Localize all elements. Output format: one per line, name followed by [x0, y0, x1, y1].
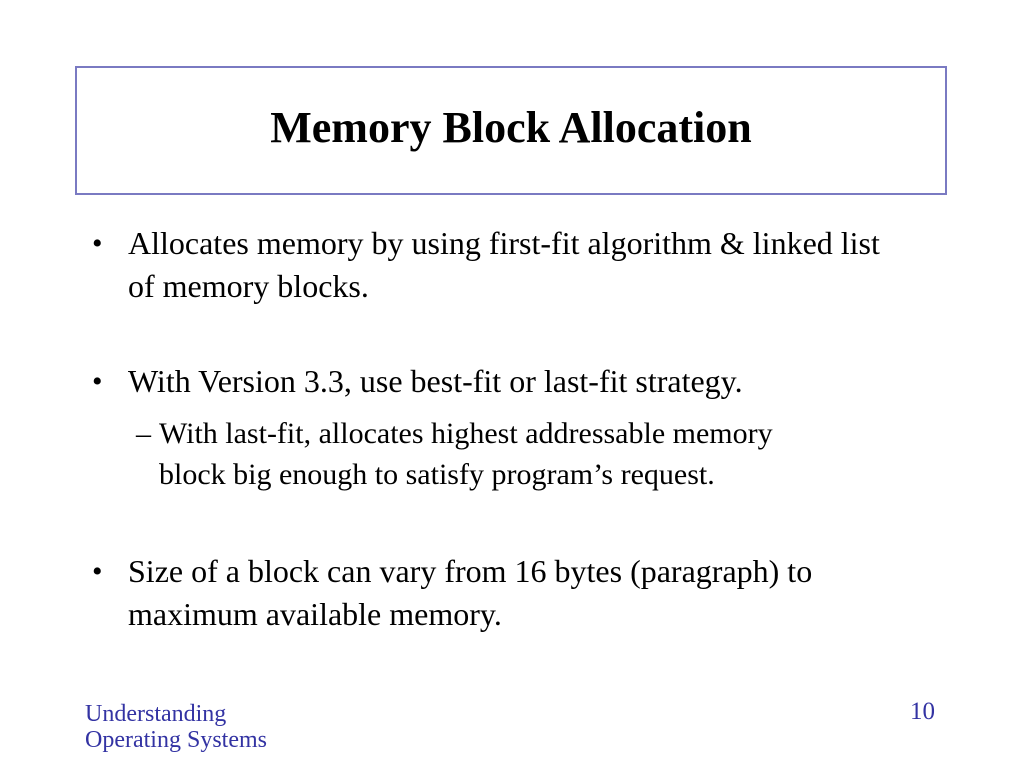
bullet-text-2: With Version 3.3, use best-fit or last-f…: [128, 363, 743, 399]
slide-title: Memory Block Allocation: [270, 103, 752, 152]
dash-bullet-icon: –: [136, 417, 151, 450]
page-number: 10: [910, 698, 935, 725]
bullet-item-2: • With Version 3.3, use best-fit or last…: [92, 360, 962, 403]
bullet-text-1: Allocates memory by using first-fit algo…: [128, 225, 880, 304]
sub-bullet-text-1: With last-fit, allocates highest address…: [159, 417, 773, 491]
bullet-item-1: • Allocates memory by using first-fit al…: [92, 222, 962, 308]
sub-bullet-item-1: – With last-fit, allocates highest addre…: [136, 413, 926, 495]
bullet-text-3: Size of a block can vary from 16 bytes (…: [128, 553, 813, 632]
bullet-dot-icon: •: [92, 227, 103, 260]
title-box: Memory Block Allocation: [75, 66, 947, 195]
bullet-dot-icon: •: [92, 365, 103, 398]
footer-book-title: Understanding Operating Systems: [85, 701, 267, 753]
footer-book-title-line1: Understanding: [85, 701, 227, 727]
bullet-dot-icon: •: [92, 555, 103, 588]
footer-book-title-line2: Operating Systems: [85, 727, 267, 753]
bullet-item-3: • Size of a block can vary from 16 bytes…: [92, 550, 962, 636]
